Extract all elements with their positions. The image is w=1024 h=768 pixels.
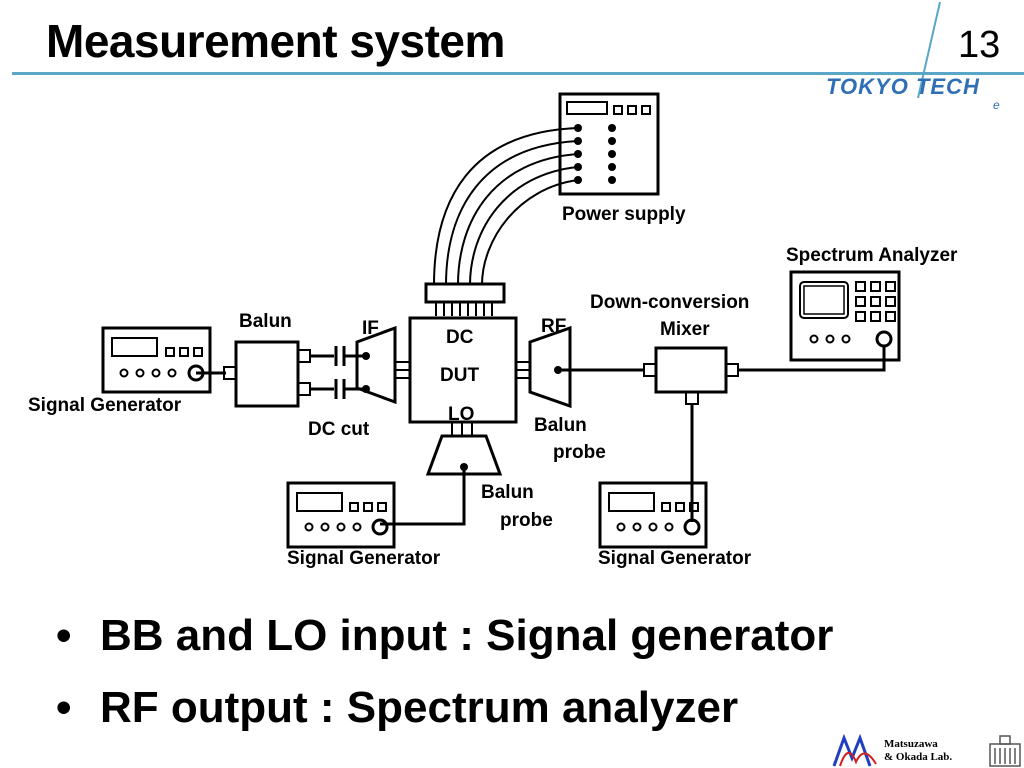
label-dc: DC bbox=[446, 327, 474, 348]
slide-title: Measurement system bbox=[46, 15, 505, 67]
if-probe bbox=[355, 325, 397, 405]
label-rf-balun-line2: probe bbox=[553, 442, 606, 463]
label-rf-balun-line1: Balun bbox=[534, 415, 587, 436]
label-signal-generator-bottom-left: Signal Generator bbox=[287, 548, 441, 569]
bullet-dot-icon: • bbox=[56, 683, 72, 732]
label-mixer-line1: Down-conversion bbox=[590, 292, 749, 313]
bullet-item: •RF output : Spectrum analyzer bbox=[56, 672, 833, 744]
lab-name: Matsuzawa & Okada Lab. bbox=[884, 738, 953, 763]
dc-cut-capacitors bbox=[334, 346, 346, 399]
bullet-item: •BB and LO input : Signal generator bbox=[56, 600, 833, 672]
tokyo-tech-logo: TOKYO TECH bbox=[826, 74, 980, 99]
dut-dc-connector bbox=[424, 282, 506, 316]
page-number: 13 bbox=[958, 24, 1001, 66]
tokyo-tech-logo-suffix: e bbox=[993, 98, 1000, 112]
bullet-dot-icon: • bbox=[56, 611, 72, 660]
label-rf: RF bbox=[541, 316, 566, 337]
label-power-supply: Power supply bbox=[562, 204, 686, 225]
power-supply bbox=[558, 92, 660, 196]
spectrum-analyzer bbox=[789, 270, 901, 362]
measurement-diagram: Power supply Spectrum Analyzer Down-conv… bbox=[28, 92, 958, 569]
header-rule bbox=[12, 72, 1024, 75]
balun-box bbox=[234, 340, 300, 408]
label-signal-generator-left: Signal Generator bbox=[28, 395, 182, 416]
label-lo-balun-line2: probe bbox=[500, 510, 553, 531]
lo-balun-probe bbox=[425, 434, 503, 476]
signal-generator-bottom-left bbox=[286, 481, 396, 549]
label-if: IF bbox=[362, 318, 379, 339]
dc-cables bbox=[433, 127, 579, 286]
label-dc-cut: DC cut bbox=[308, 419, 370, 440]
lab-logo-icon bbox=[832, 733, 1021, 767]
down-conversion-mixer bbox=[654, 346, 728, 394]
signal-generator-bottom-right bbox=[598, 481, 708, 549]
label-spectrum-analyzer: Spectrum Analyzer bbox=[786, 245, 958, 266]
bullet-list: •BB and LO input : Signal generator •RF … bbox=[56, 600, 833, 744]
label-signal-generator-bottom-right: Signal Generator bbox=[598, 548, 752, 569]
signal-generator-left bbox=[101, 326, 212, 394]
label-mixer-line2: Mixer bbox=[660, 319, 710, 340]
label-lo: LO bbox=[448, 404, 474, 425]
label-balun: Balun bbox=[239, 311, 292, 332]
label-lo-balun-line1: Balun bbox=[481, 482, 534, 503]
rf-balun-probe bbox=[528, 325, 572, 409]
label-dut: DUT bbox=[440, 365, 479, 386]
header-slash-decoration bbox=[917, 1, 941, 99]
